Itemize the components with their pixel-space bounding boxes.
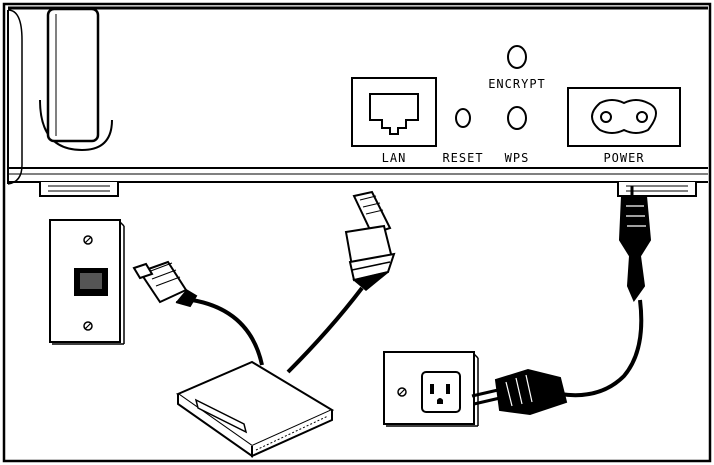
lan-port[interactable]: LAN [351, 77, 437, 165]
power-socket-label: POWER [603, 151, 644, 165]
power-plug-icon [618, 186, 652, 303]
cable-lan-to-modem [286, 286, 364, 374]
wps-button-label: WPS [505, 151, 530, 165]
reset-button[interactable]: RESET [442, 108, 483, 165]
power-outlet-icon [383, 351, 479, 427]
ethernet-wall-jack-icon [49, 219, 125, 345]
antenna-icon [39, 7, 113, 152]
modem-icon [175, 360, 335, 458]
power-socket[interactable]: POWER [567, 87, 681, 165]
lan-port-label: LAN [382, 151, 407, 165]
wps-button[interactable]: WPS [505, 106, 530, 165]
rj45-plug-icon [344, 190, 396, 291]
rj45-plug-icon [132, 260, 198, 308]
encrypt-indicator-label: ENCRYPT [488, 77, 546, 91]
power-cord [559, 299, 644, 398]
encrypt-indicator: ENCRYPT [488, 45, 546, 91]
cable-wall-to-modem [191, 298, 264, 366]
reset-button-label: RESET [442, 151, 483, 165]
power-plug-icon [471, 368, 568, 416]
